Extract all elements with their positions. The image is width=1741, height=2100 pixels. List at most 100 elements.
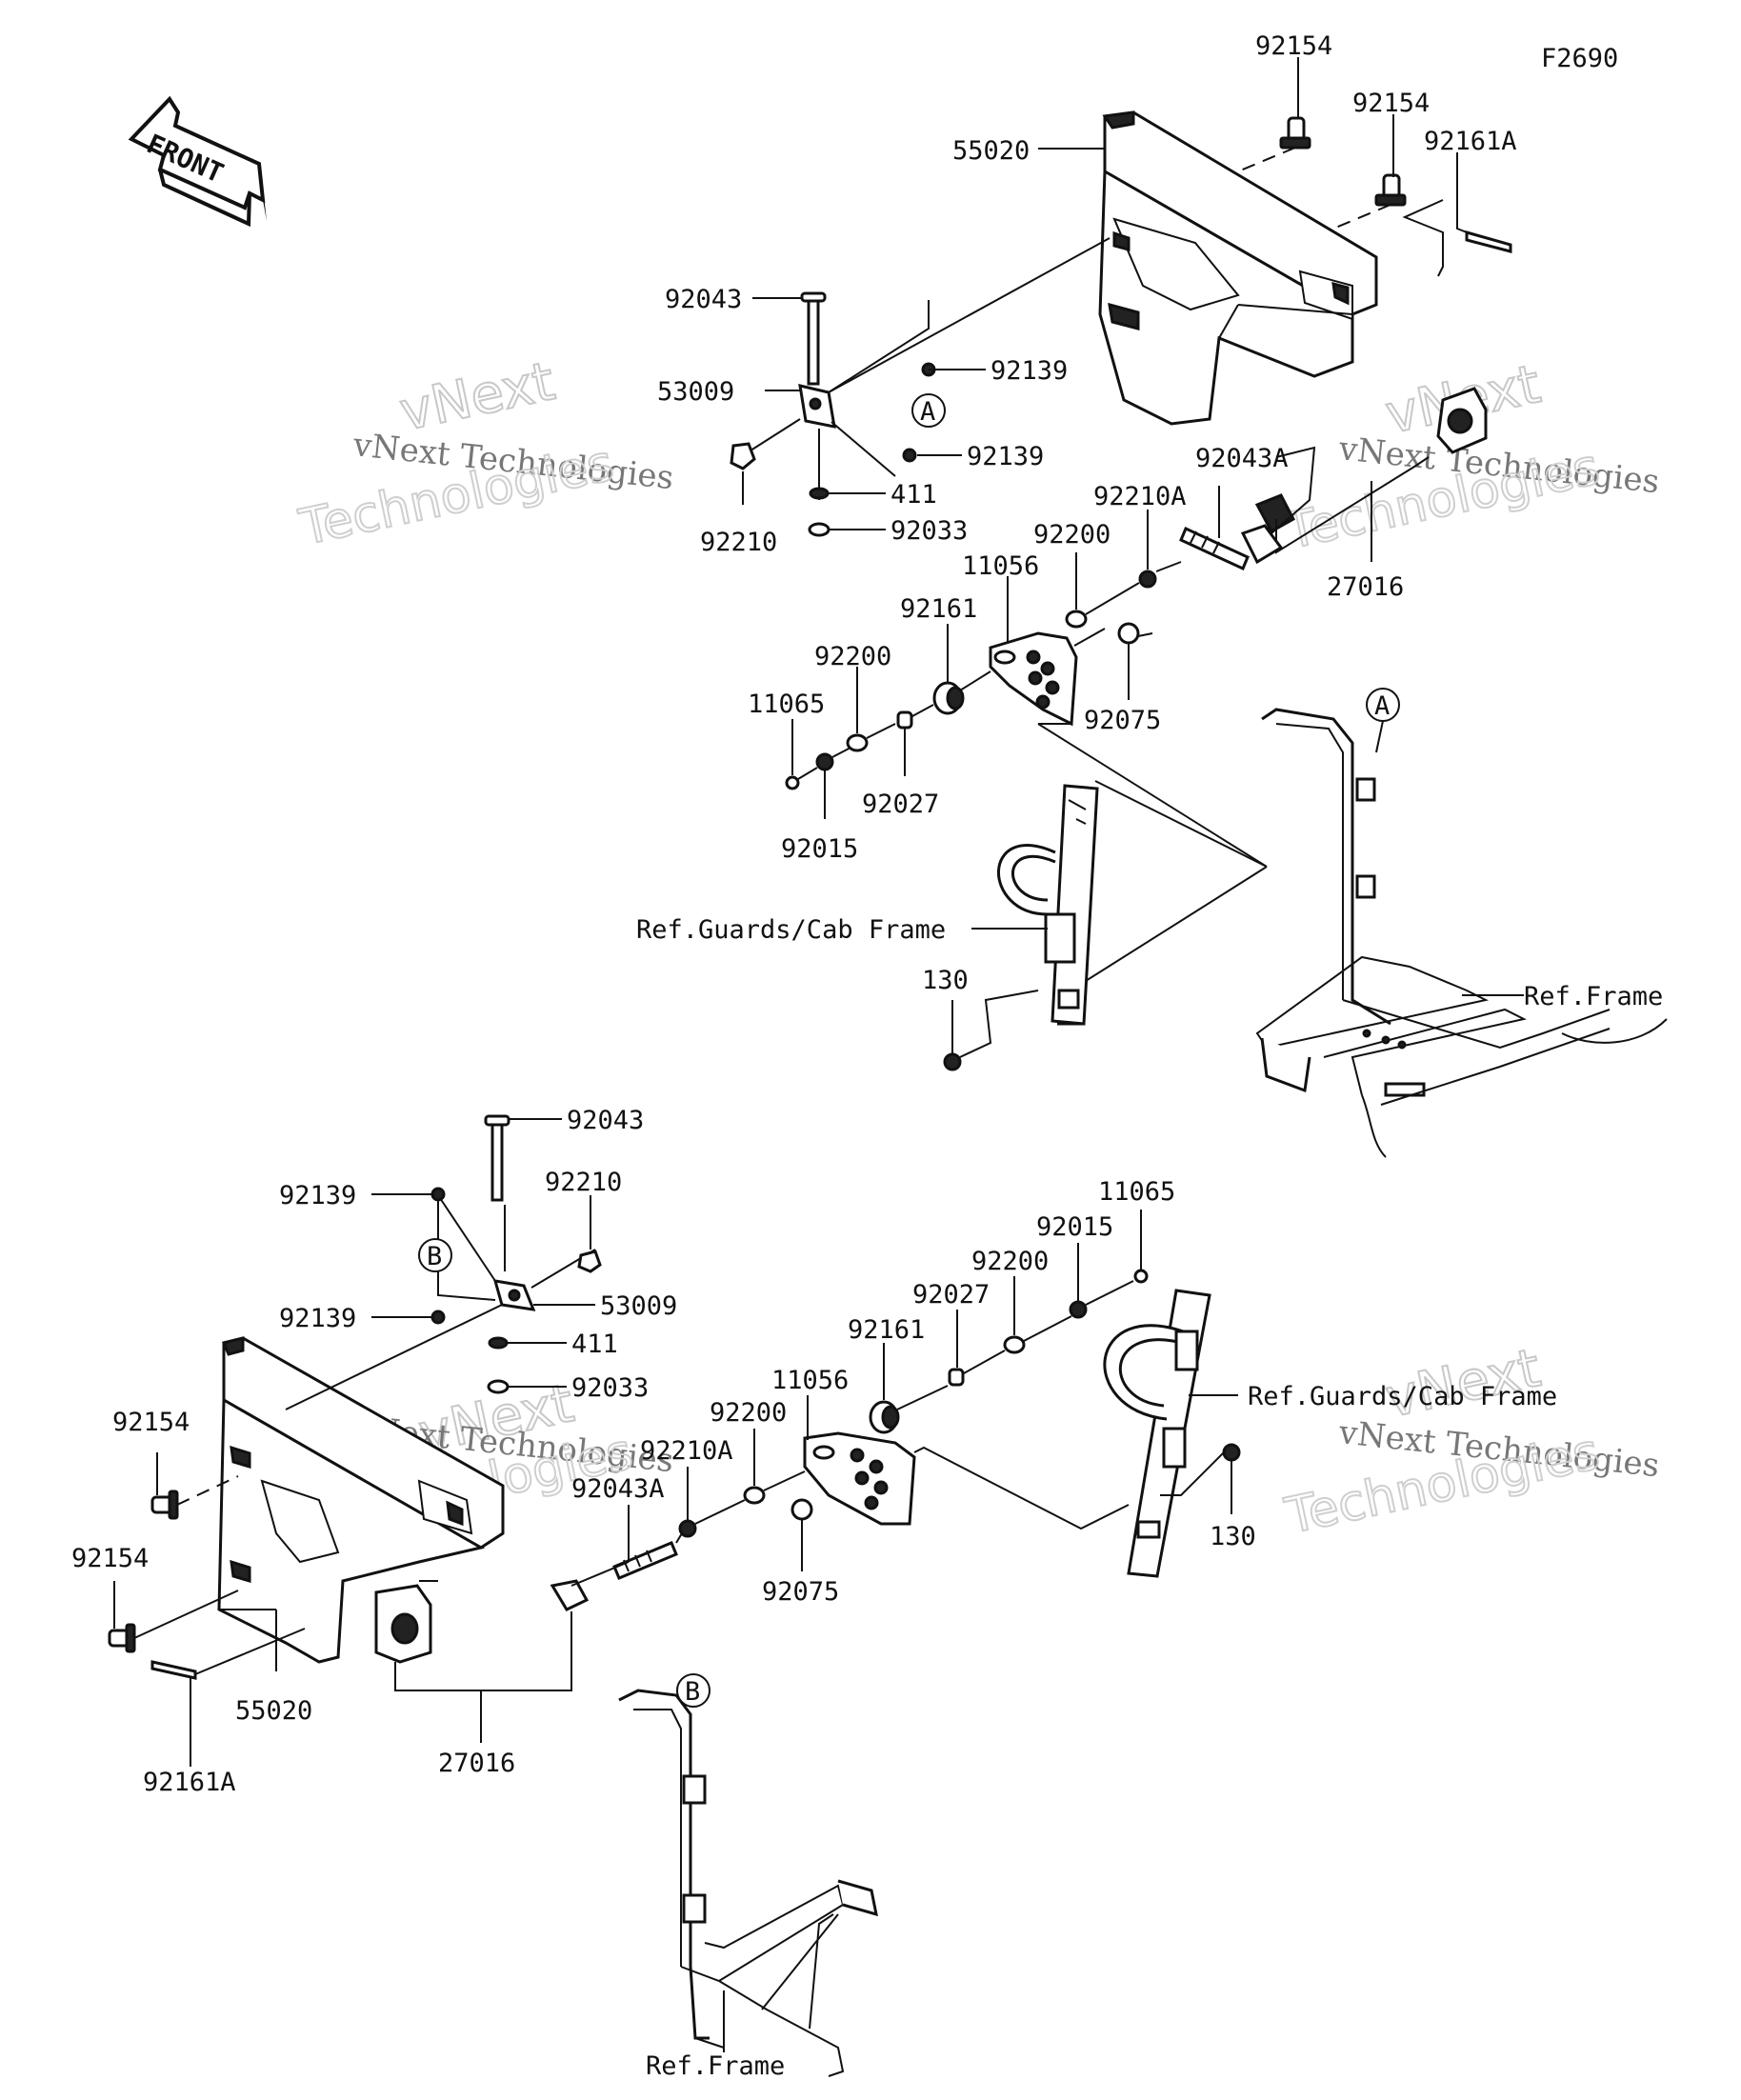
label-92043-lower: 92043 <box>567 1106 644 1135</box>
label-92200-lower-b: 92200 <box>710 1398 787 1428</box>
label-ref-frame-lower: Ref.Frame <box>646 2051 785 2081</box>
washer-92200-upper-b <box>846 733 869 752</box>
washer-92033-lower <box>487 1379 510 1394</box>
nut-92210-upper <box>730 442 756 470</box>
label-92161a-lower: 92161A <box>143 1768 236 1797</box>
label-92027-upper: 92027 <box>862 790 939 819</box>
label-92200-upper-b: 92200 <box>814 642 891 671</box>
label-92033-upper: 92033 <box>891 516 968 546</box>
front-arrow-icon: FRONT <box>128 95 267 228</box>
watermark-upper-right: vNext vNext Technologies Technologies <box>1279 352 1661 562</box>
label-130-upper: 130 <box>922 966 969 995</box>
bracket-53009-lower <box>484 1114 536 1311</box>
diagram-code: F2690 <box>1541 44 1618 73</box>
mount-plate-11056-upper <box>989 631 1078 727</box>
bolt-92043a-lower <box>612 1541 678 1580</box>
label-92139-upper-a: 92139 <box>991 356 1068 386</box>
label-92139-lower-b: 92139 <box>279 1304 356 1333</box>
label-92200-upper-a: 92200 <box>1033 520 1111 550</box>
nut-92210a-upper <box>1138 570 1157 589</box>
washer-92033-upper <box>808 522 830 537</box>
label-92154-upper-b: 92154 <box>1352 89 1430 118</box>
label-92161-lower: 92161 <box>848 1315 925 1345</box>
washer-411-lower <box>488 1336 509 1350</box>
label-ref-frame-upper: Ref.Frame <box>1524 982 1663 1011</box>
label-ref-guards-upper: Ref.Guards/Cab Frame <box>636 915 946 945</box>
nut-92210-lower <box>577 1250 602 1273</box>
label-130-lower: 130 <box>1210 1522 1256 1551</box>
grommet-92075-lower <box>790 1498 813 1521</box>
bolt-92154-lower-a <box>150 1490 179 1520</box>
bolt-92154-lower-b <box>108 1623 136 1653</box>
upper-assembly: A <box>636 31 1668 1158</box>
label-27016-lower: 27016 <box>438 1749 515 1778</box>
label-92033-lower: 92033 <box>571 1373 649 1403</box>
label-92043-upper: 92043 <box>665 285 742 314</box>
label-92043a-lower: 92043A <box>571 1474 665 1504</box>
label-92043a-upper: 92043A <box>1195 444 1289 473</box>
label-92075-lower: 92075 <box>762 1577 839 1607</box>
label-92161-upper: 92161 <box>900 594 977 624</box>
fender-panel-lower <box>217 1336 505 1664</box>
washer-92200-upper <box>1065 610 1088 629</box>
label-55020-lower: 55020 <box>235 1696 312 1726</box>
label-27016-upper: 27016 <box>1327 572 1404 602</box>
label-92015-lower: 92015 <box>1036 1212 1113 1242</box>
label-53009-upper: 53009 <box>657 377 734 407</box>
nut-11065-upper <box>785 775 800 790</box>
nut-92015-lower <box>1069 1300 1088 1319</box>
nut-92015-upper <box>815 752 834 771</box>
callout-a-frame-text: A <box>1374 691 1390 721</box>
label-92154-upper-a: 92154 <box>1255 31 1332 61</box>
label-ref-guards-lower: Ref.Guards/Cab Frame <box>1248 1382 1557 1411</box>
bracket-53009-upper <box>798 291 836 429</box>
ref-frame-lower <box>618 1689 878 2077</box>
label-92154-lower-a: 92154 <box>112 1408 190 1437</box>
label-11065-upper: 11065 <box>748 690 825 719</box>
label-411-upper: 411 <box>891 480 937 510</box>
grommet-92075-upper <box>1117 622 1140 645</box>
label-92075-upper: 92075 <box>1084 706 1161 735</box>
label-92210a-upper: 92210A <box>1093 482 1187 511</box>
watermark-lower-right: vNext vNext Technologies Technologies <box>1279 1336 1661 1547</box>
mount-plate-11056-lower <box>803 1431 916 1526</box>
washer-411-upper <box>809 487 830 500</box>
label-92027-lower: 92027 <box>912 1280 990 1310</box>
plate-92161a-lower <box>150 1660 197 1680</box>
washer-92200-lower-a <box>1003 1335 1026 1354</box>
collar-92027-upper <box>896 710 913 730</box>
bolt-92154-a <box>1279 116 1311 150</box>
label-92210-lower: 92210 <box>545 1168 622 1197</box>
guard-frame-lower <box>1103 1289 1211 1578</box>
label-92210-upper: 92210 <box>700 528 777 557</box>
callout-a-text: A <box>920 397 935 427</box>
label-411-lower: 411 <box>571 1330 618 1359</box>
watermark-upper-left: vNext vNext Technologies Technologies <box>293 350 675 558</box>
nut-92139-lower-a <box>430 1187 446 1202</box>
label-11056-lower: 11056 <box>771 1366 849 1395</box>
collar-92027-lower <box>948 1368 965 1387</box>
label-11056-upper: 11056 <box>962 551 1039 581</box>
label-92200-lower-a: 92200 <box>971 1247 1049 1276</box>
ref-frame-upper <box>1255 708 1668 1158</box>
plate-92161a-upper <box>1465 230 1512 253</box>
nut-11065-lower <box>1133 1269 1149 1284</box>
label-92210a-lower: 92210A <box>640 1436 733 1466</box>
label-11065-lower: 11065 <box>1098 1177 1175 1207</box>
nut-27016-part <box>1240 524 1284 565</box>
label-92015-upper: 92015 <box>781 834 858 864</box>
guard-frame-upper <box>997 784 1099 1026</box>
nut-130-lower <box>1222 1443 1241 1462</box>
label-92139-upper-b: 92139 <box>967 442 1044 471</box>
callout-b-text: B <box>427 1242 442 1271</box>
fender-panel-upper <box>1098 110 1378 426</box>
bolt-92154-b <box>1374 173 1407 207</box>
label-92161a-upper: 92161A <box>1424 127 1517 156</box>
nut-92139-lower-b <box>430 1310 446 1325</box>
latch-27016-upper <box>1254 387 1488 534</box>
callout-b-frame <box>676 1673 710 1708</box>
callout-a-upper <box>911 393 946 428</box>
label-53009-lower: 53009 <box>600 1291 677 1321</box>
